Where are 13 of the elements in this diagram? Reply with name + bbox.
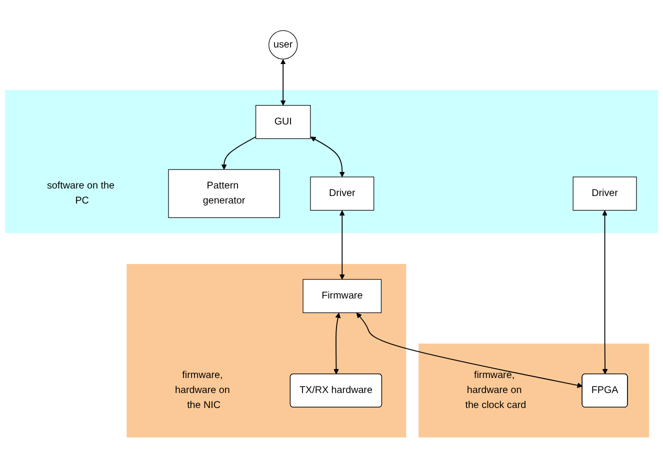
node-box: Firmware	[302, 279, 382, 314]
arrow	[310, 136, 345, 178]
arrow	[221, 136, 256, 170]
node-box: Pattern generator	[168, 169, 280, 218]
node-circle: user	[268, 30, 298, 60]
node-box: GUI	[256, 105, 311, 139]
arrow	[602, 210, 608, 374]
arrow	[356, 312, 583, 388]
arrow	[280, 59, 286, 106]
node-box: Driver	[572, 176, 637, 211]
arrow	[339, 210, 345, 280]
arrow	[334, 312, 341, 374]
node-box: Driver	[310, 176, 374, 211]
